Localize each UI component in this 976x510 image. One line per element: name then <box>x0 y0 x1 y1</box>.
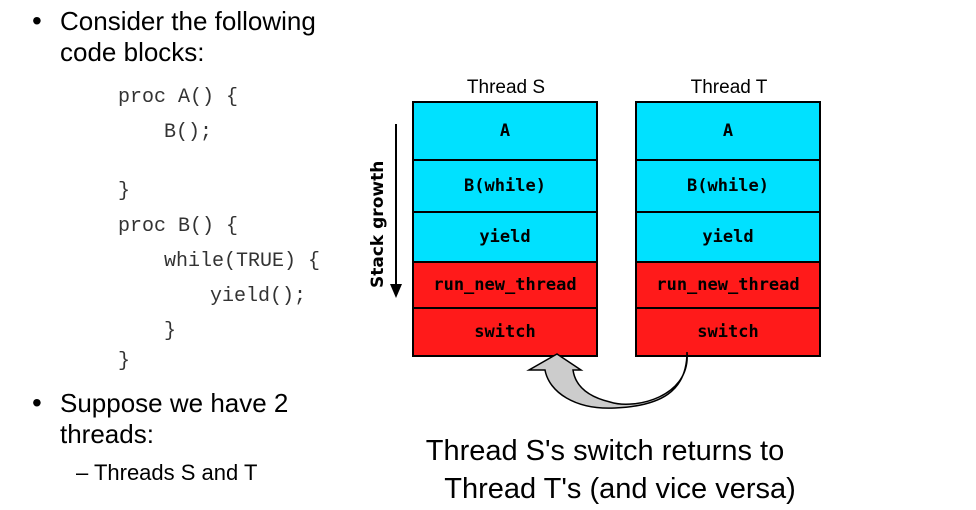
caption-line-2: Thread T's (and vice versa) <box>444 473 796 505</box>
bullet-2-line-1: Suppose we have 2 <box>60 388 289 418</box>
thread-s-frame-run-new-thread: run_new_thread <box>414 263 596 309</box>
code-line-close-b: } <box>118 350 131 373</box>
thread-t-stack: A B(while) yield run_new_thread switch <box>635 101 821 357</box>
bullet-1-line-2: code blocks: <box>60 37 205 67</box>
caption-line-1: Thread S's switch returns to <box>425 435 785 467</box>
thread-t-title: Thread T <box>690 77 768 98</box>
thread-s-frame-a: A <box>414 103 596 161</box>
sub-bullet-threads: – Threads S and T <box>76 460 258 485</box>
stack-growth-arrow-icon <box>390 124 402 298</box>
code-line-close-a: } <box>118 180 131 203</box>
thread-t-frame-a: A <box>637 103 819 161</box>
thread-t-frame-switch: switch <box>637 309 819 355</box>
bullet-marker-2: • <box>32 387 42 418</box>
thread-t-frame-yield: yield <box>637 213 819 263</box>
code-line-while: while(TRUE) { <box>164 250 321 273</box>
switch-return-arrow-icon <box>526 352 688 409</box>
thread-s-frame-switch: switch <box>414 309 596 355</box>
code-line-yield: yield(); <box>210 285 307 308</box>
code-line-proc-b: proc B() { <box>118 215 239 238</box>
code-line-proc-a: proc A() { <box>118 86 239 109</box>
thread-s-title: Thread S <box>466 77 546 98</box>
code-line-call-b: B(); <box>164 121 213 144</box>
thread-s-stack: A B(while) yield run_new_thread switch <box>412 101 598 357</box>
thread-s-frame-yield: yield <box>414 213 596 263</box>
thread-s-frame-b-while: B(while) <box>414 161 596 213</box>
code-line-close-while: } <box>164 320 177 343</box>
bullet-marker-1: • <box>32 5 42 36</box>
stack-growth-label: Stack growth <box>368 160 388 288</box>
thread-t-frame-b-while: B(while) <box>637 161 819 213</box>
bullet-1-line-1: Consider the following <box>60 6 316 36</box>
thread-t-frame-run-new-thread: run_new_thread <box>637 263 819 309</box>
bullet-2-line-2: threads: <box>60 419 154 449</box>
